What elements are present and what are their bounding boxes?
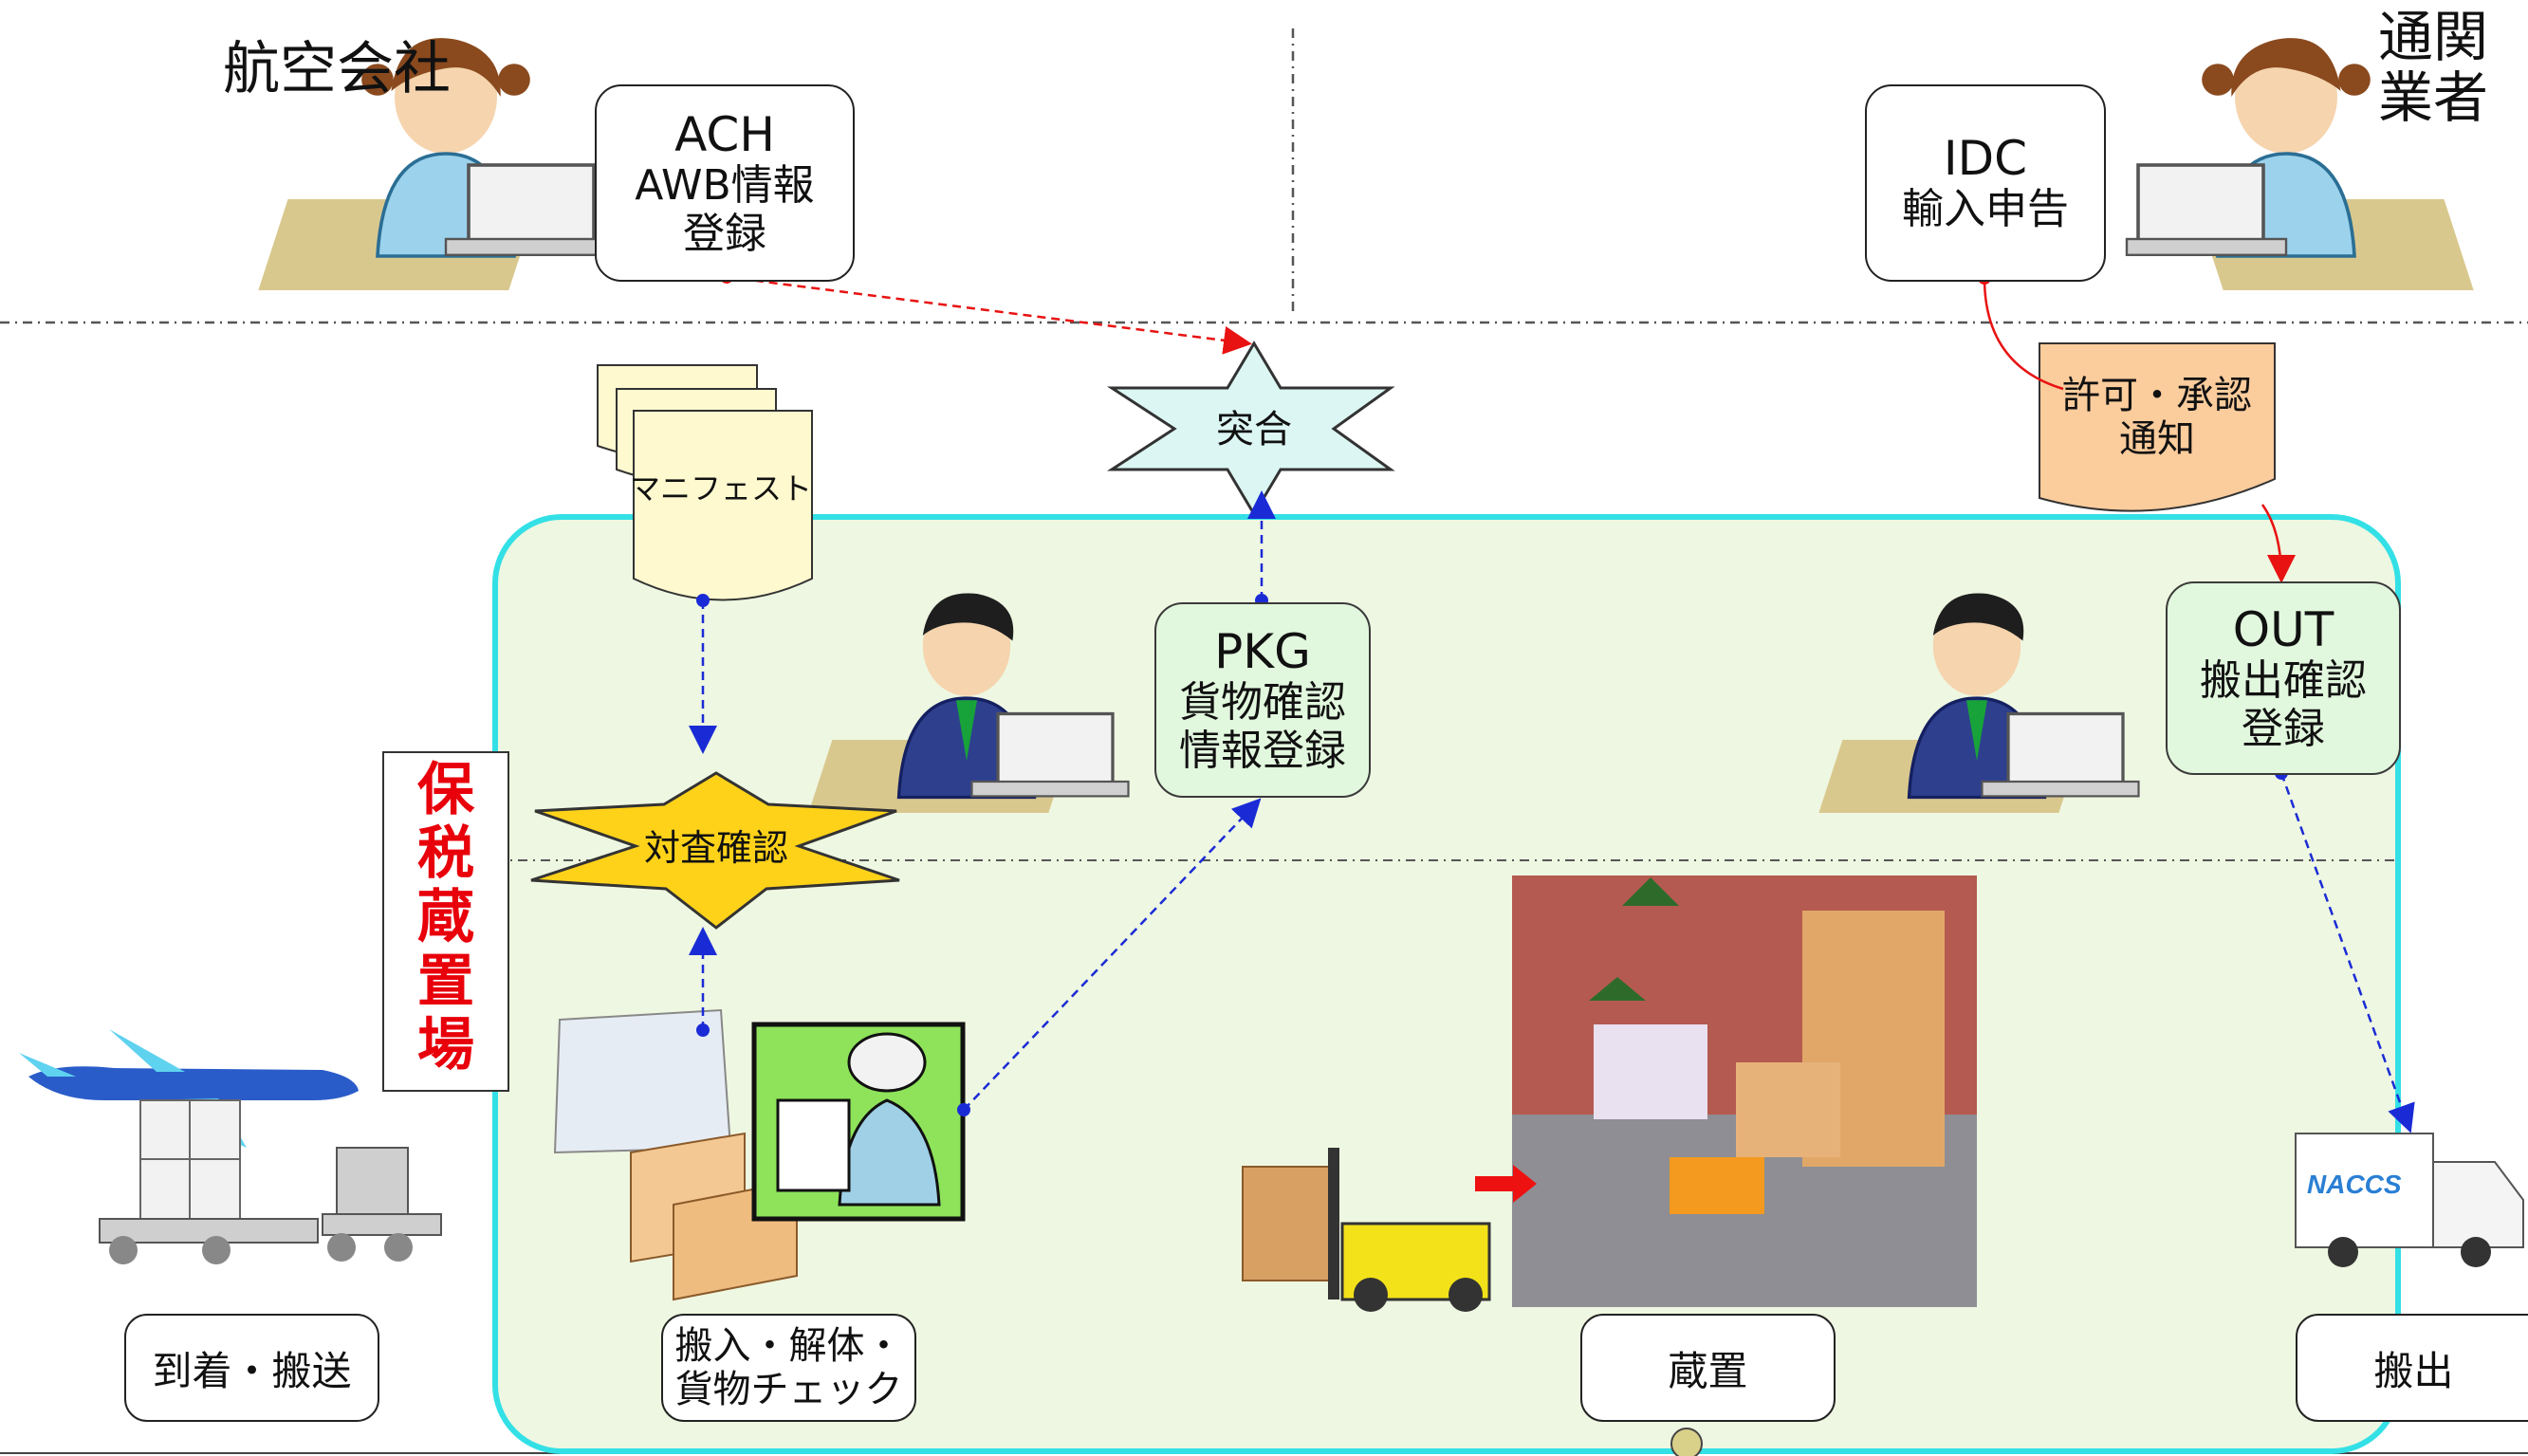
warehouse-scene-icon [1512,875,1977,1307]
naccs-logo: NACCS [2307,1170,2402,1199]
out-box: OUT 搬出確認 登録 [2166,581,2401,775]
collation-label: 突合 [1216,408,1292,452]
ach-box: ACH AWB情報 登録 [595,84,855,282]
forklift-icon [1242,1148,1537,1312]
manifest-sheet [633,410,813,601]
manifest-label: マニフェスト [629,470,812,507]
flow-arrows [689,270,2415,1133]
check-label: 対査確認 [643,827,788,870]
bonded-label-box [382,751,509,1092]
person-figure-icon [1670,1428,1703,1456]
permit-notice-label: 許可・承認 通知 [2062,374,2252,461]
bonded-area [492,514,2401,1454]
airline-lane-label: 航空会社 [223,36,451,102]
step-shipout: 搬出 [2296,1314,2528,1422]
bonded-area-label: 保税蔵置場 [417,757,474,1078]
broker-lane-label: 通関業者 [2377,5,2488,130]
idc-box: IDC 輸入申告 [1865,84,2106,282]
inspector-icon [751,1022,966,1222]
pkg-box: PKG 貨物確認 情報登録 [1154,602,1371,798]
delivery-truck-icon [2295,1133,2524,1267]
cargo-dolly-icon [99,1099,442,1264]
step-storage: 蔵置 [1580,1314,1836,1422]
step-receive: 搬入・解体・ 貨物チェック [661,1314,916,1422]
step-arrival: 到着・搬送 [124,1314,379,1422]
permit-note [2039,342,2276,512]
